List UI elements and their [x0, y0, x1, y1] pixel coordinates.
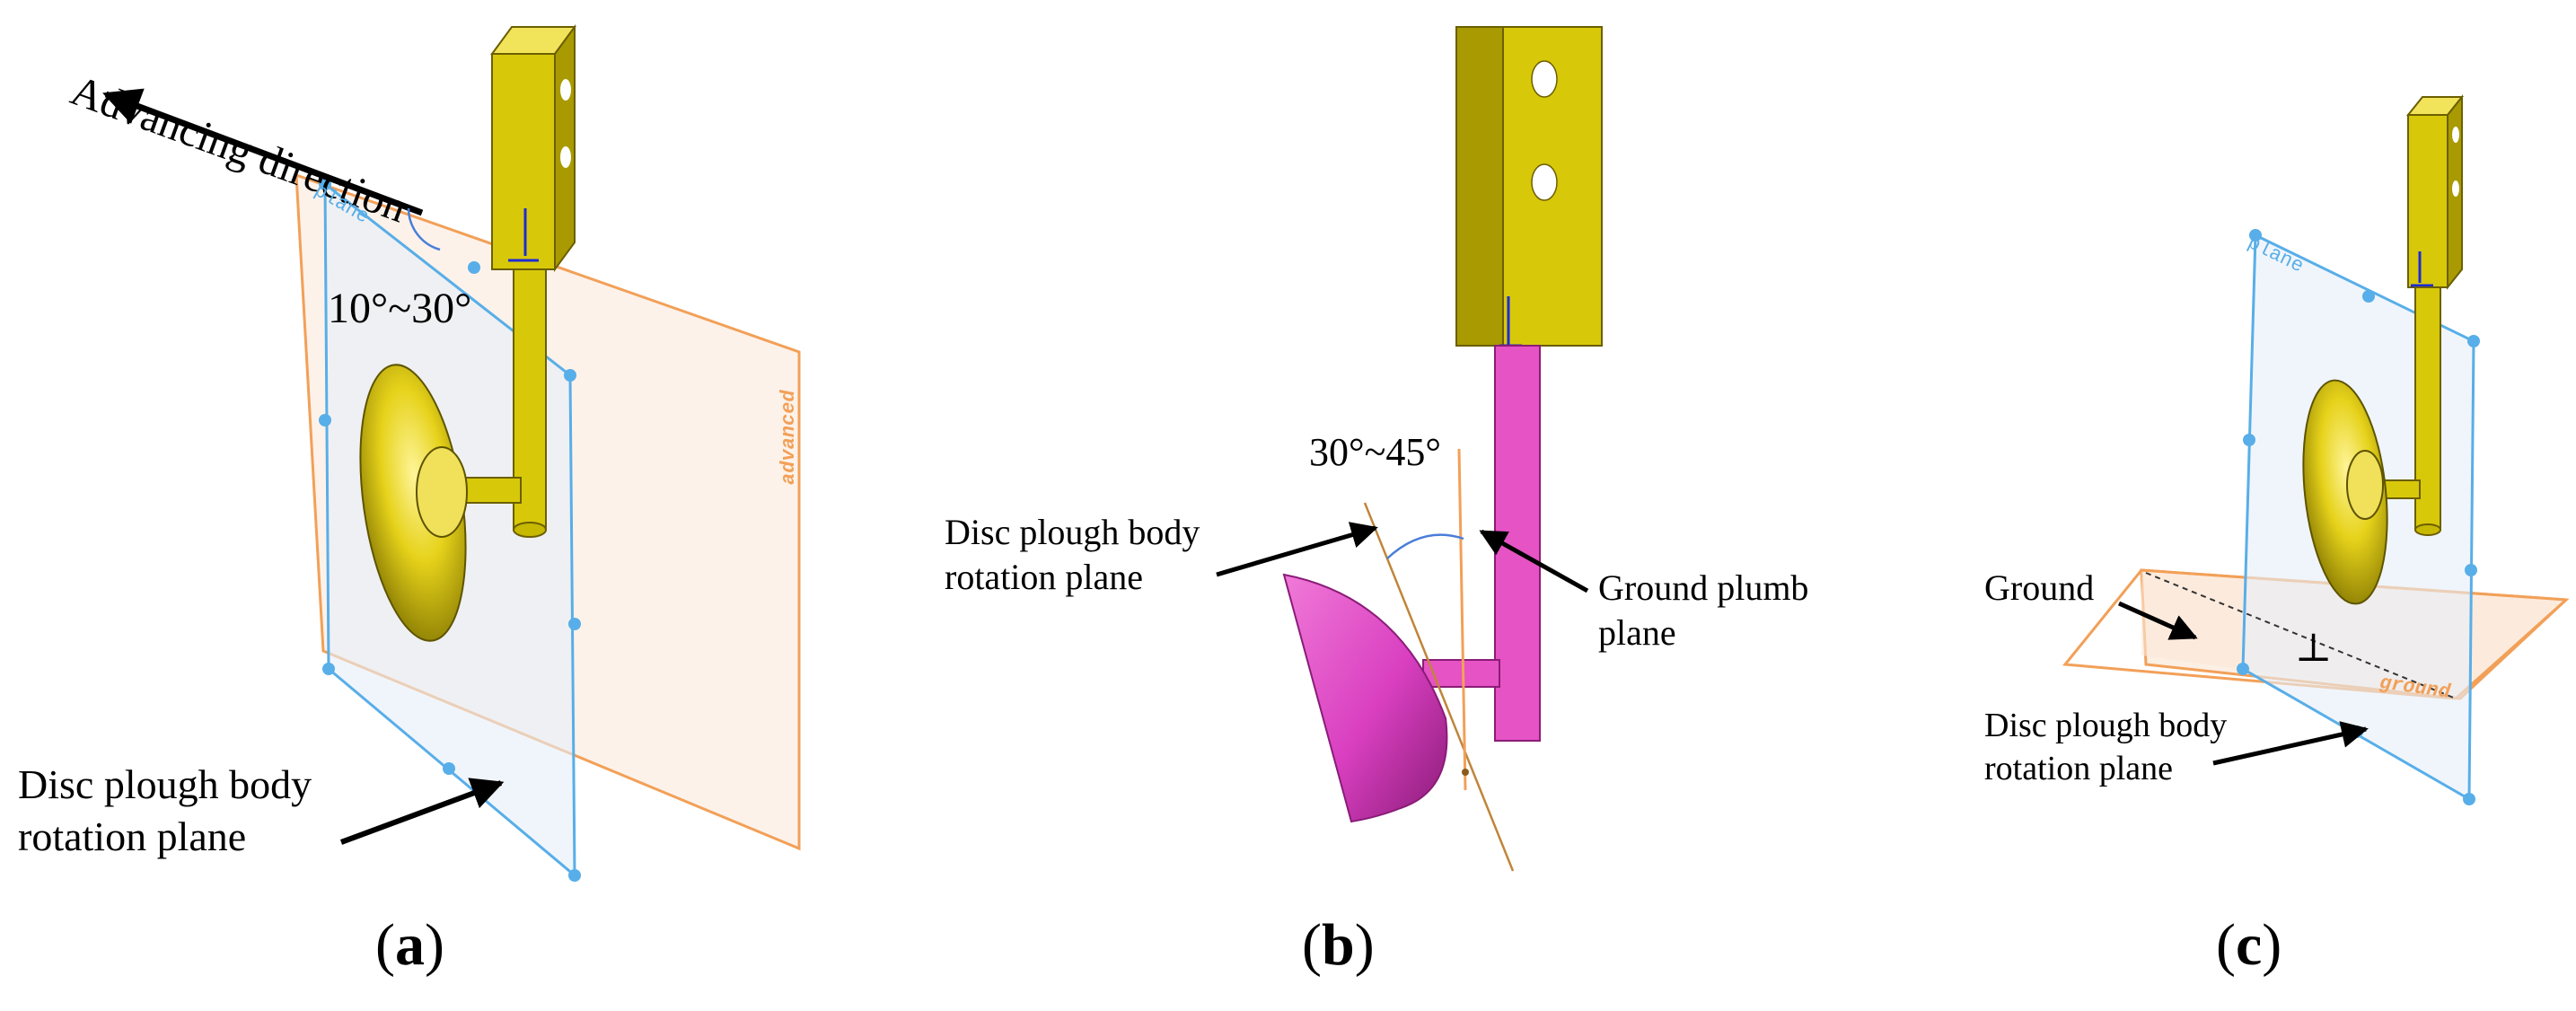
angle-label-a: 10°~30°	[328, 285, 472, 332]
disc	[2302, 379, 2388, 605]
plumb-plane-label: Ground plumb plane	[1598, 567, 1809, 653]
mounting-bracket	[2405, 94, 2465, 290]
plumb-plane-pointer	[1479, 529, 1589, 593]
plumb-plane-line	[1457, 448, 1467, 791]
mounting-bracket	[1455, 26, 1603, 347]
rotation-plane-label-c: Disc plough body rotation plane	[1984, 707, 2228, 787]
caption-b: (b)	[1302, 912, 1375, 978]
shaft	[1422, 345, 1541, 742]
caption-c: (c)	[2216, 912, 2282, 978]
advanced-tag-a: advanced	[778, 390, 800, 485]
panel-a: Advancing direction 10°~30° Disc plough …	[0, 0, 862, 1011]
rotation-plane-pointer	[339, 778, 505, 845]
rotation-plane-line	[1363, 502, 1515, 872]
angle-arc-b	[1386, 533, 1464, 559]
panel-a-drawing	[102, 23, 801, 882]
panel-b: 30°~45° Disc plough body rotation plane …	[862, 0, 1808, 1011]
perpendicular-symbol: ⊥	[2295, 626, 2333, 670]
ground-pointer	[2117, 601, 2198, 640]
rotation-plane-pointer	[2212, 721, 2369, 766]
disc	[1282, 573, 1448, 823]
rotation-plane-label-a: Disc plough body rotation plane	[18, 761, 312, 859]
perpendicular-guide	[2145, 572, 2457, 699]
caption-a: (a)	[375, 912, 444, 978]
angle-arc-a	[407, 207, 441, 251]
mounting-bracket	[490, 23, 576, 273]
panel-c-drawing	[2062, 94, 2570, 805]
angle-label-b: 30°~45°	[1309, 430, 1441, 474]
rotation-plane-pointer	[1216, 522, 1378, 577]
disc	[359, 364, 468, 642]
advancing-direction-arrow	[102, 88, 424, 216]
rotation-plane-label-b: Disc plough body rotation plane	[945, 512, 1200, 597]
ground-label: Ground	[1984, 567, 2095, 608]
panel-b-drawing	[1216, 26, 1603, 872]
panel-c: Ground ⊥ Disc plough body rotation plane…	[1724, 0, 2576, 1011]
plane-control-points	[319, 178, 581, 882]
